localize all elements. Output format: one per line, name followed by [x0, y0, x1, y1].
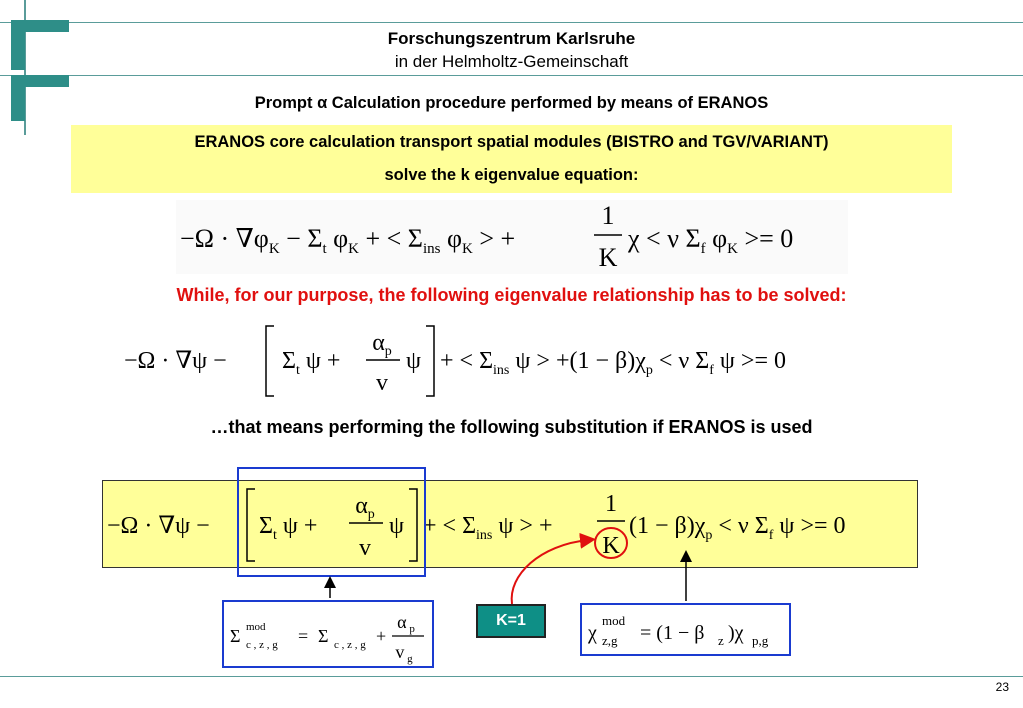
k-eigenvalue-equation: −Ω · ∇φK − Σt φK + < Σins φK > + 1 K χ <… — [176, 200, 848, 274]
svg-text:(1 − β)χp < ν Σf ψ >= 0: (1 − β)χp < ν Σf ψ >= 0 — [629, 513, 846, 543]
svg-text:= (1 − β: = (1 − β — [640, 622, 704, 644]
org-subtitle: in der Helmholtz-Gemeinschaft — [394, 52, 629, 71]
svg-text:ψ: ψ — [406, 348, 421, 374]
highlight-box: ERANOS core calculation transport spatia… — [71, 125, 952, 193]
modified-chi-definition: χ mod z,g = (1 − β z )χ p,g — [580, 603, 791, 656]
svg-text:−Ω · ∇φK − Σt φK + < Σins φK >: −Ω · ∇φK − Σt φK + < Σins φK > + — [180, 224, 515, 257]
svg-text:−Ω · ∇ψ −: −Ω · ∇ψ − — [107, 513, 210, 539]
svg-text:α p: α p — [397, 612, 415, 635]
header-line-top — [0, 22, 1023, 23]
svg-text:c , z , g: c , z , g — [334, 639, 366, 651]
svg-text:χ: χ — [587, 622, 597, 644]
substituted-equation-box: −Ω · ∇ψ − Σt ψ + αp v ψ + < Σins ψ > + 1… — [102, 480, 918, 568]
svg-text:)χ: )χ — [728, 622, 744, 644]
svg-text:Σ: Σ — [230, 626, 240, 646]
modified-sigma-definition: Σ mod c , z , g = Σ c , z , g + α p v g — [222, 600, 434, 668]
svg-text:+: + — [376, 626, 386, 646]
svg-text:1: 1 — [602, 201, 615, 230]
svg-text:+ < Σins ψ > +(1 − β)χp < ν Σf: + < Σins ψ > +(1 − β)χp < ν Σf ψ >= 0 — [440, 348, 786, 378]
svg-text:Σt ψ +: Σt ψ + — [282, 348, 340, 378]
header-line-bottom — [0, 75, 1023, 76]
page-number: 23 — [995, 680, 1009, 694]
svg-text:v: v — [376, 370, 388, 396]
svg-text:Σt ψ +: Σt ψ + — [259, 513, 317, 543]
alpha-eigenvalue-equation: −Ω · ∇ψ − Σt ψ + αp v ψ + < Σins ψ > +(1… — [122, 322, 882, 400]
requirement-text: While, for our purpose, the following ei… — [176, 285, 847, 305]
svg-text:K: K — [602, 533, 620, 559]
slide-title: Prompt α Calculation procedure performed… — [254, 94, 769, 112]
svg-text:v: v — [359, 535, 371, 561]
svg-text:K: K — [599, 243, 618, 272]
svg-text:ψ: ψ — [389, 513, 404, 539]
svg-text:mod: mod — [246, 621, 266, 633]
k-equals-one-badge: K=1 — [476, 604, 546, 638]
footer-line — [0, 676, 1023, 677]
svg-text:z: z — [718, 633, 724, 648]
svg-text:z,g: z,g — [602, 633, 618, 648]
org-name: Forschungszentrum Karlsruhe — [387, 29, 636, 48]
svg-text:c , z , g: c , z , g — [246, 639, 278, 651]
svg-text:p,g: p,g — [752, 633, 769, 648]
svg-text:v g: v g — [395, 642, 413, 665]
svg-text:1: 1 — [605, 491, 617, 517]
svg-text:αp: αp — [372, 330, 392, 359]
svg-text:mod: mod — [602, 613, 626, 628]
svg-text:−Ω · ∇ψ −: −Ω · ∇ψ − — [124, 348, 227, 374]
svg-text:Σ: Σ — [318, 626, 328, 646]
highlight-line-2: solve the k eigenvalue equation: — [384, 166, 639, 184]
svg-text:χ < ν Σf φK >= 0: χ < ν Σf φK >= 0 — [627, 224, 793, 257]
substitution-text: …that means performing the following sub… — [210, 417, 813, 437]
frame-vertical-line — [24, 0, 26, 135]
highlight-line-1: ERANOS core calculation transport spatia… — [194, 133, 829, 151]
svg-text:=: = — [298, 626, 308, 646]
svg-text:+ < Σins ψ > +: + < Σins ψ > + — [423, 513, 552, 543]
sigma-substitution-highlight — [237, 467, 426, 577]
